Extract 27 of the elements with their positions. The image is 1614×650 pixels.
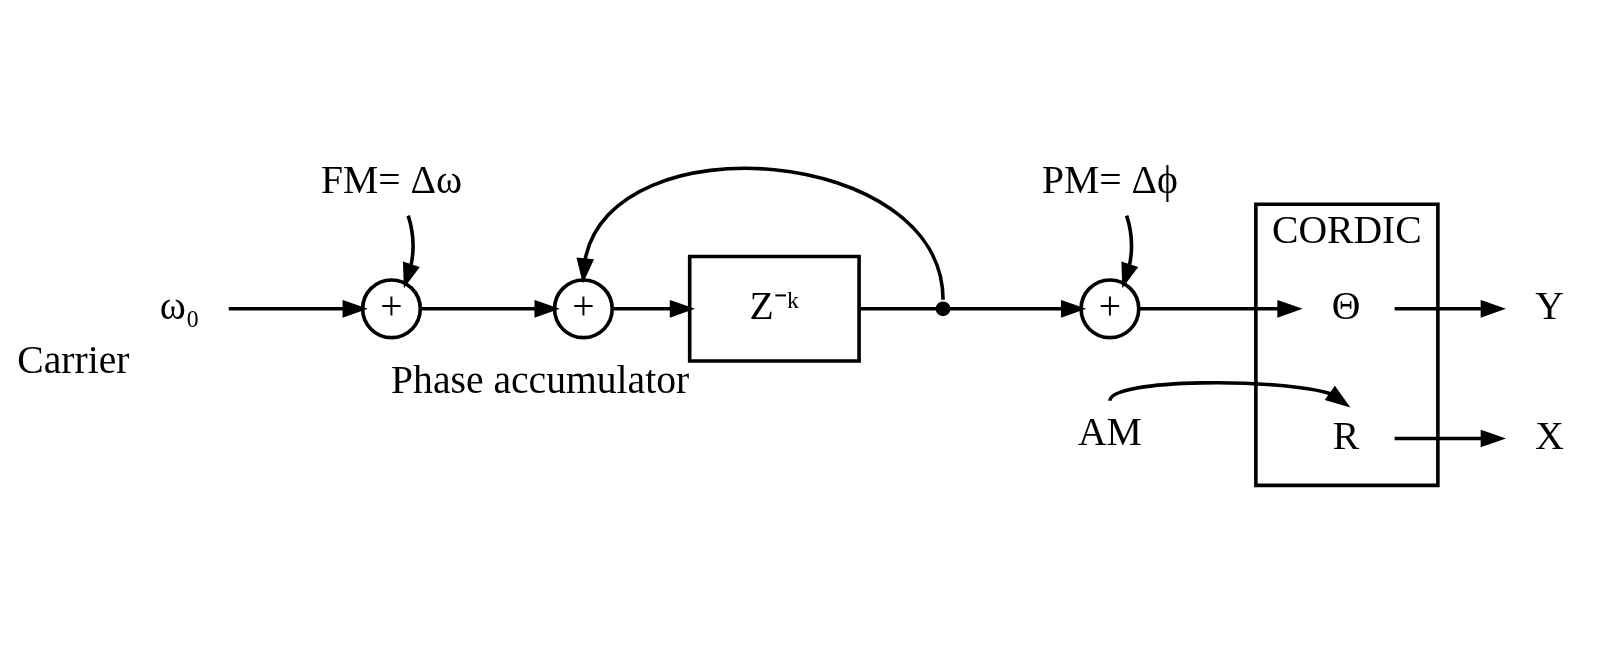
node-text: AM xyxy=(1077,410,1142,455)
node-circle: + xyxy=(360,278,423,340)
node-text: PM= Δϕ xyxy=(1041,157,1178,202)
node-text: Θ xyxy=(1331,283,1361,328)
node-text: Y xyxy=(1535,283,1564,328)
arrow xyxy=(228,299,368,318)
connector xyxy=(859,306,937,311)
arrow xyxy=(576,166,945,301)
node-dot xyxy=(935,301,951,317)
arrow xyxy=(612,299,696,318)
arrow xyxy=(1108,381,1351,408)
arrow xyxy=(1394,299,1506,318)
node-text: ω₀ xyxy=(159,283,200,328)
arrow xyxy=(402,215,420,289)
node-circle: + xyxy=(1079,278,1141,340)
node-label: Carrier xyxy=(17,337,130,382)
node-label: Phase accumulator xyxy=(391,357,690,402)
arrow xyxy=(1394,429,1506,448)
node-text: X xyxy=(1535,413,1564,458)
node-circle: + xyxy=(552,278,614,340)
node-text: R xyxy=(1332,413,1360,458)
arrow xyxy=(1121,215,1139,289)
arrow xyxy=(949,299,1087,318)
arrow xyxy=(421,299,560,318)
arrow xyxy=(1138,299,1303,318)
node-text: FM= Δω xyxy=(320,157,463,202)
node-box: Z⁻ᵏ xyxy=(687,254,861,363)
